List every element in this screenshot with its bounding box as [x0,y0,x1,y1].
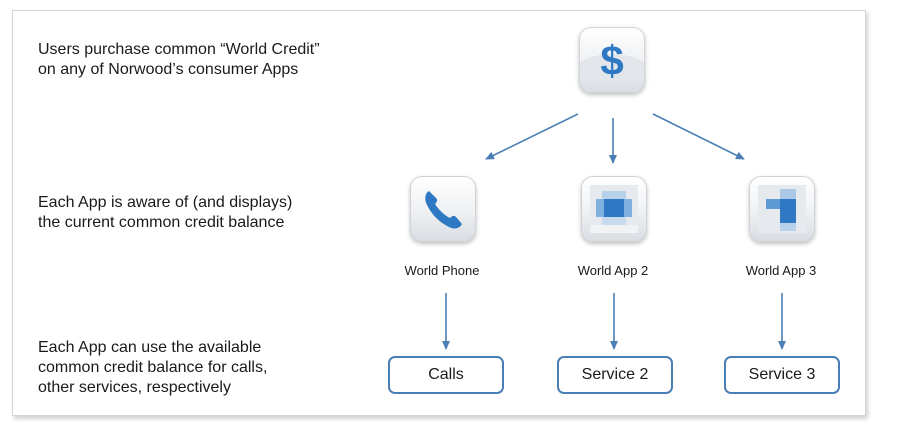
use-description: Each App can use the available common cr… [38,338,267,398]
pixelated-app-icon [581,176,647,242]
app-label-world-phone: World Phone [404,263,480,278]
use-line-1: Each App can use the available [38,339,262,356]
use-line-3: other services, respectively [38,379,231,396]
aware-description: Each App is aware of (and displays) the … [38,193,292,233]
app-label-world-app-2: World App 2 [577,263,649,278]
purchase-line-1: Users purchase common “World Credit” [38,41,320,58]
arrow-credit-to-phone [485,113,579,160]
service-box-calls: Calls [388,356,504,394]
purchase-line-2: on any of Norwood’s consumer Apps [38,61,299,78]
pixelated-app-icon [749,176,815,242]
arrow-credit-to-app3 [652,113,745,160]
purchase-description: Users purchase common “World Credit” on … [38,40,320,80]
app-label-world-app-3: World App 3 [745,263,817,278]
service-box-2: Service 2 [557,356,673,394]
service-box-3: Service 3 [724,356,840,394]
aware-line-1: Each App is aware of (and displays) [38,194,293,211]
aware-line-2: the current common credit balance [38,214,285,231]
dollar-icon: $ [579,27,645,93]
use-line-2: common credit balance for calls, [38,359,268,376]
svg-text:$: $ [600,37,623,84]
phone-icon [410,176,476,242]
